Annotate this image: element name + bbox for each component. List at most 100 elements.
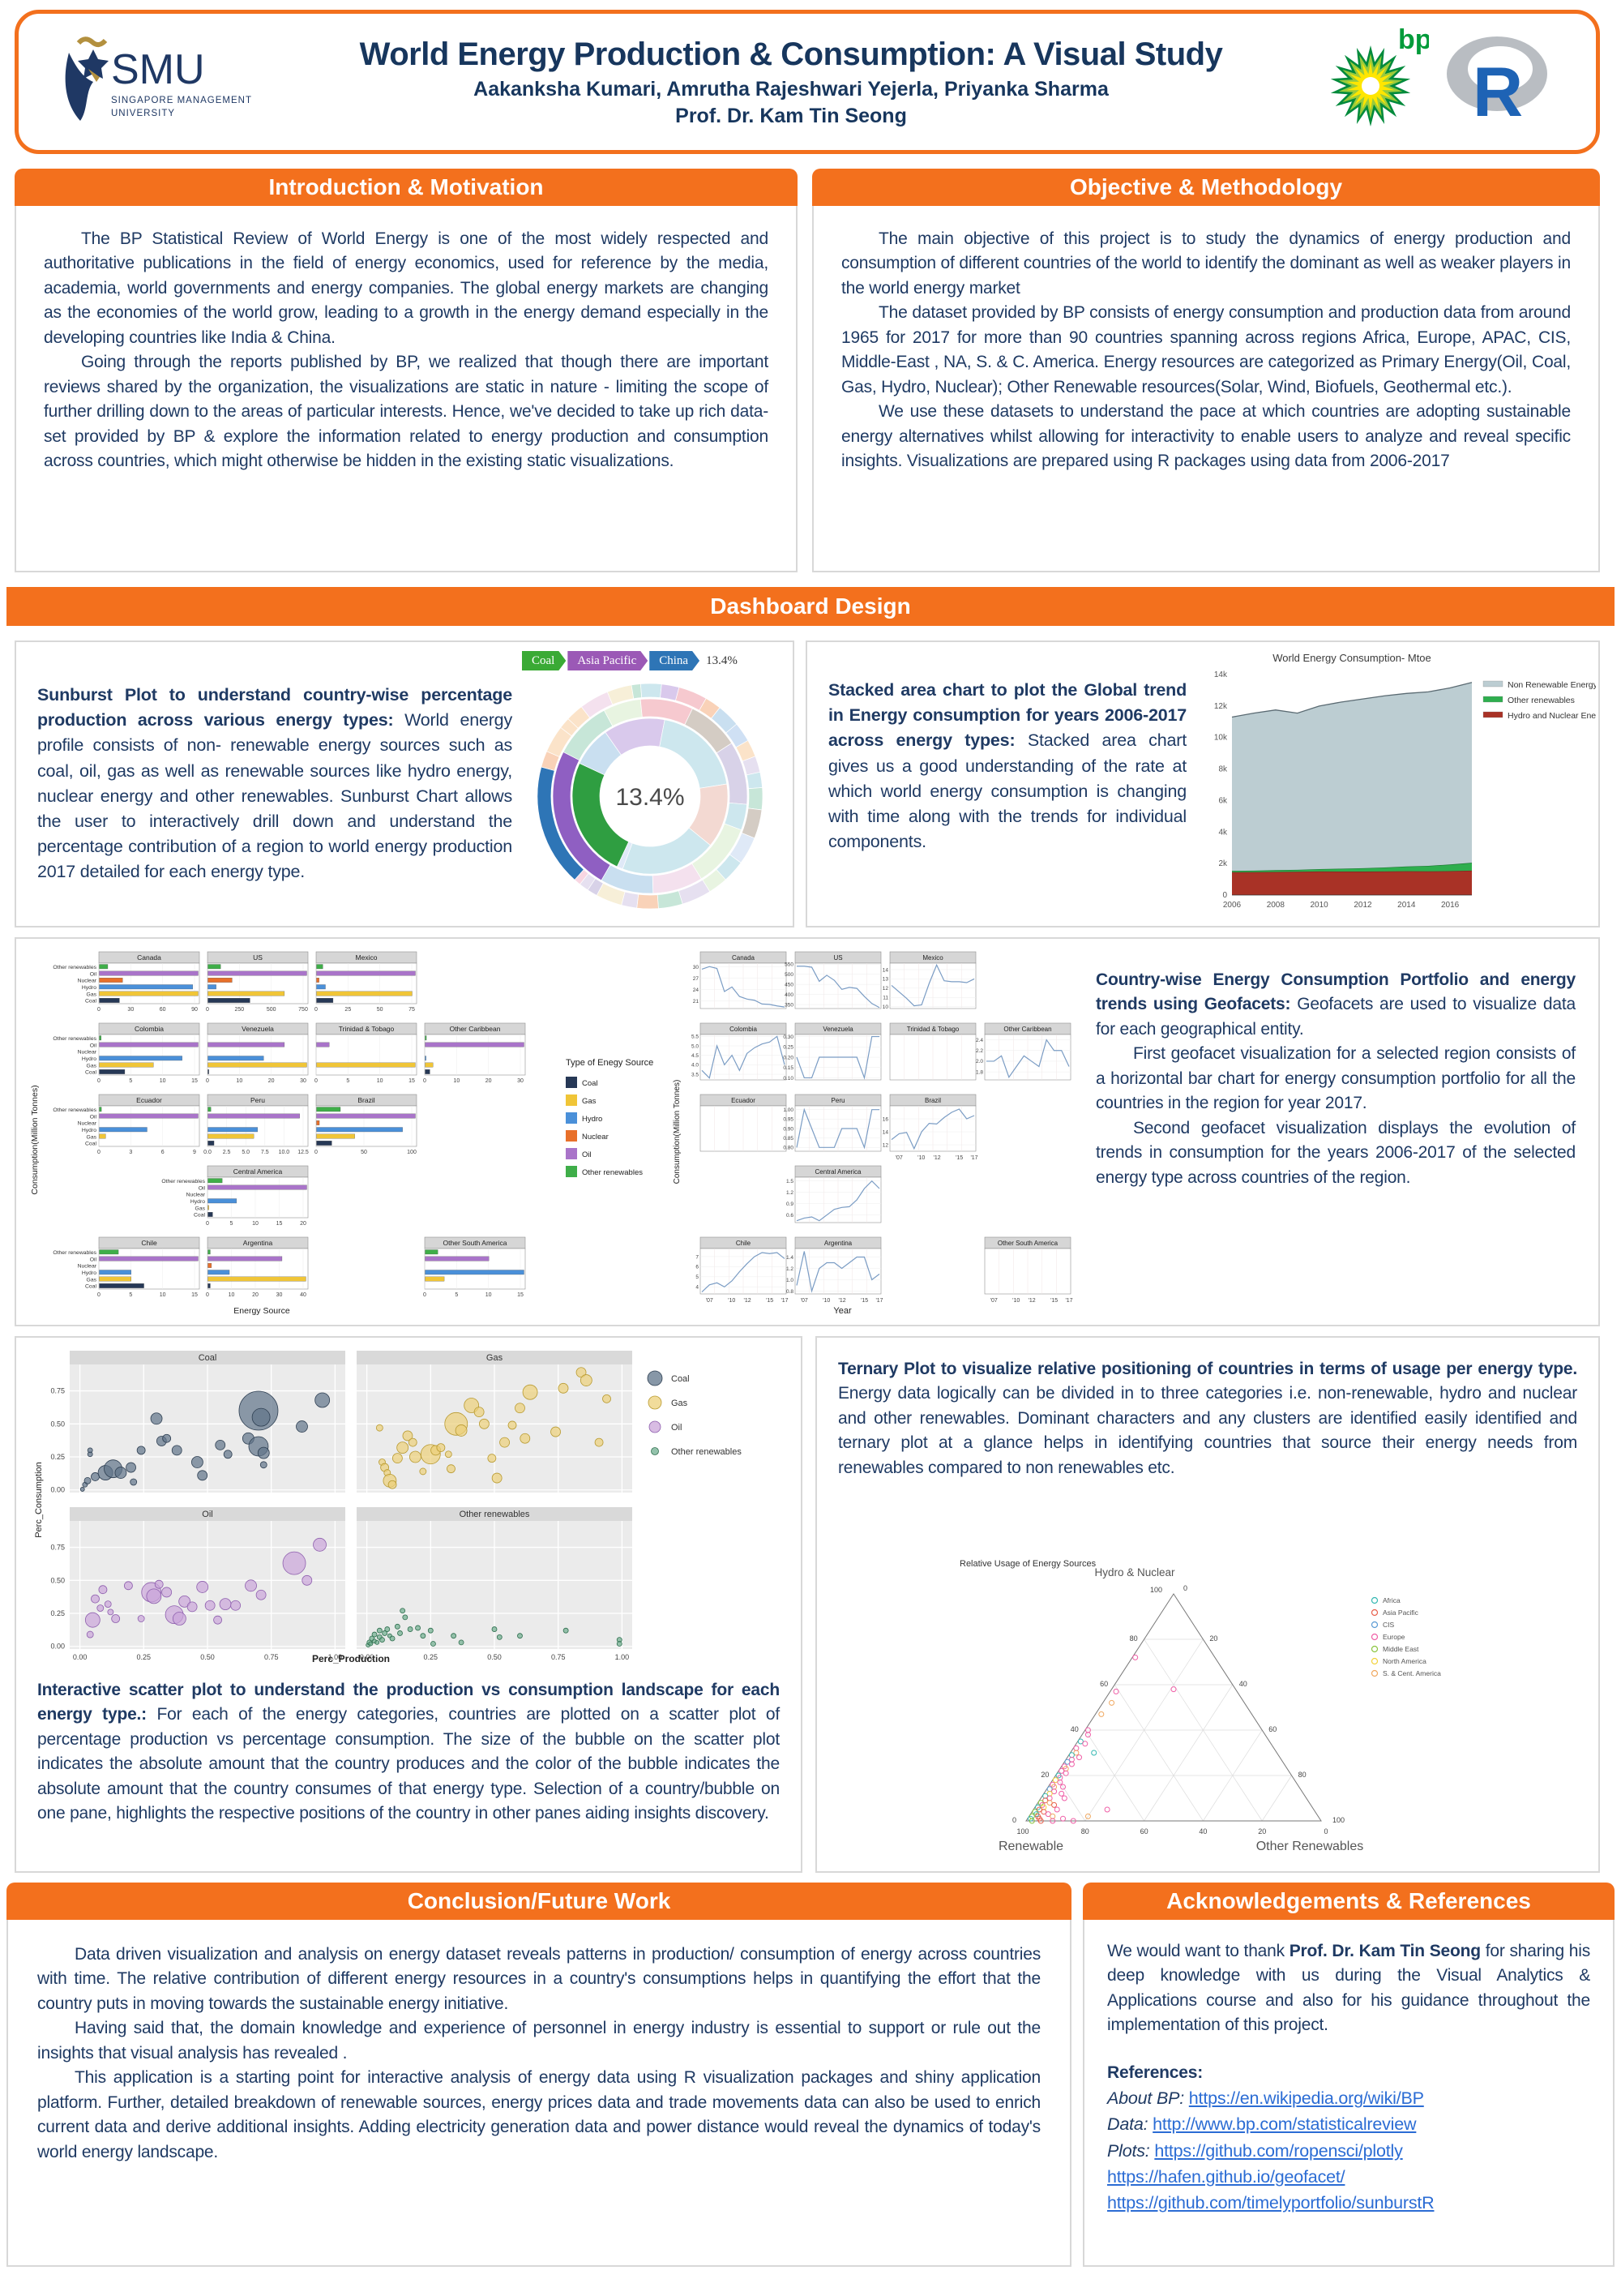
svg-text:Central America: Central America (815, 1168, 862, 1176)
svg-text:5: 5 (346, 1078, 349, 1084)
svg-text:1.00: 1.00 (328, 1653, 343, 1661)
ref-plots: Plots: https://github.com/ropensci/plotl… (1107, 2140, 1403, 2161)
svg-text:'17: '17 (781, 1298, 788, 1304)
smu-text: SMU (111, 46, 205, 93)
geofacet-p2: First geofacet visualization for a selec… (1096, 1044, 1576, 1113)
svg-text:40: 40 (300, 1292, 306, 1298)
stacked-area-chart[interactable]: World Energy Consumption- Mtoe02k4k6k8k1… (1195, 649, 1596, 920)
svg-text:0.25: 0.25 (424, 1653, 438, 1661)
smu-gold-swish (76, 36, 108, 47)
svg-text:5: 5 (455, 1292, 458, 1298)
breadcrumb-china[interactable]: China (649, 651, 699, 670)
svg-text:Gas: Gas (87, 992, 97, 997)
sunburst-chart[interactable]: Coal Asia Pacific China 13.4% 13.4% (520, 645, 788, 920)
svg-text:0: 0 (314, 1150, 318, 1155)
svg-text:2006: 2006 (1223, 901, 1242, 910)
svg-text:450: 450 (785, 982, 793, 987)
ack-section: Acknowledgements & References We would w… (1083, 1883, 1615, 2267)
r-logo: R (1434, 32, 1563, 133)
svg-text:North America: North America (1383, 1657, 1426, 1665)
svg-text:CIS: CIS (1383, 1621, 1395, 1629)
conclusion-p3: This application is a starting point for… (37, 2068, 1041, 2161)
svg-text:Other renewables: Other renewables (53, 965, 96, 970)
svg-text:5.0: 5.0 (242, 1150, 250, 1155)
svg-text:0.75: 0.75 (264, 1653, 279, 1661)
svg-text:2.2: 2.2 (976, 1048, 983, 1054)
svg-text:Gas: Gas (671, 1399, 688, 1408)
svg-text:'12: '12 (744, 1298, 751, 1304)
svg-text:Nuclear: Nuclear (78, 1264, 97, 1270)
svg-text:30: 30 (127, 1007, 134, 1013)
svg-text:0.50: 0.50 (50, 1420, 65, 1428)
svg-text:5: 5 (695, 1274, 699, 1280)
geofacet-text: Country-wise Energy Consumption Portfoli… (1096, 968, 1576, 1190)
ref-link-wikipedia[interactable]: https://en.wikipedia.org/wiki/BP (1188, 2088, 1424, 2109)
svg-text:20: 20 (268, 1078, 275, 1084)
ref-link-plotly[interactable]: https://github.com/ropensci/plotly (1154, 2140, 1403, 2161)
svg-text:Oil: Oil (582, 1150, 592, 1159)
svg-text:Hydro: Hydro (82, 1056, 96, 1062)
svg-text:0: 0 (206, 1292, 209, 1298)
svg-text:'12: '12 (839, 1298, 846, 1304)
svg-text:'12: '12 (934, 1155, 941, 1161)
sunburst-breadcrumb[interactable]: Coal Asia Pacific China 13.4% (522, 650, 788, 671)
svg-text:7: 7 (695, 1254, 699, 1260)
svg-text:Other renewables: Other renewables (53, 1107, 96, 1113)
svg-text:Hydro and Nuclear Energy: Hydro and Nuclear Energy (1508, 711, 1596, 721)
svg-text:Argentina: Argentina (243, 1239, 273, 1247)
svg-text:Hydro & Nuclear: Hydro & Nuclear (1094, 1566, 1175, 1578)
objective-p3: We use these datasets to understand the … (841, 402, 1571, 470)
svg-text:12: 12 (883, 986, 889, 992)
scatter-plot[interactable]: Coal0.000.250.500.75GasOil0.000.250.500.… (23, 1346, 793, 1664)
ack-paragraph: We would want to thank Prof. Dr. Kam Tin… (1107, 1942, 1590, 2035)
svg-text:'07: '07 (706, 1298, 713, 1304)
geofacet-line-chart[interactable]: Canada21242730US350400450500550Mexico101… (673, 945, 1078, 1318)
r-letter: R (1473, 54, 1523, 129)
svg-text:Other South America: Other South America (998, 1240, 1059, 1247)
svg-text:750: 750 (298, 1007, 308, 1013)
ref-link-geofacet[interactable]: https://hafen.github.io/geofacet/ (1107, 2166, 1345, 2187)
intro-header: Introduction & Motivation (15, 169, 798, 206)
breadcrumb-asia-pacific[interactable]: Asia Pacific (567, 651, 648, 670)
ref-link-sunburstr[interactable]: https://github.com/timelyportfolio/sunbu… (1107, 2193, 1435, 2213)
svg-text:6: 6 (695, 1265, 699, 1270)
svg-text:550: 550 (785, 962, 793, 968)
svg-text:'15: '15 (766, 1298, 773, 1304)
svg-text:Nuclear: Nuclear (78, 979, 97, 984)
svg-text:Renewable: Renewable (999, 1840, 1063, 1853)
svg-text:11: 11 (883, 996, 888, 1001)
svg-text:14: 14 (883, 1129, 889, 1135)
svg-text:21: 21 (693, 999, 699, 1004)
ref-link-bp[interactable]: http://www.bp.com/statisticalreview (1153, 2114, 1417, 2135)
svg-text:Coal: Coal (85, 999, 96, 1004)
breadcrumb-coal[interactable]: Coal (522, 651, 566, 670)
sunburst-plot[interactable]: 13.4% (520, 673, 780, 916)
svg-text:6k: 6k (1218, 796, 1228, 805)
svg-text:Oil: Oil (90, 971, 97, 977)
svg-text:Nuclear: Nuclear (78, 1050, 97, 1056)
objective-section: Objective & Methodology The main objecti… (812, 169, 1600, 572)
svg-text:10: 10 (883, 1004, 889, 1010)
svg-text:Oil: Oil (90, 1257, 97, 1262)
svg-text:40: 40 (1239, 1680, 1247, 1688)
svg-text:100: 100 (1332, 1816, 1345, 1824)
svg-text:Other renewables: Other renewables (582, 1168, 643, 1177)
svg-text:75: 75 (408, 1007, 415, 1013)
svg-text:2008: 2008 (1267, 901, 1285, 910)
svg-text:500: 500 (785, 972, 793, 978)
svg-text:Peru: Peru (250, 1096, 265, 1104)
svg-text:Gas: Gas (87, 1277, 97, 1283)
svg-text:2010: 2010 (1311, 901, 1329, 910)
svg-text:Coal: Coal (199, 1353, 217, 1363)
svg-text:14k: 14k (1214, 670, 1228, 679)
svg-text:Central America: Central America (233, 1167, 283, 1176)
ack-professor-name: Prof. Dr. Kam Tin Seong (1289, 1942, 1481, 1960)
svg-text:4: 4 (695, 1285, 699, 1291)
svg-text:60: 60 (1268, 1725, 1277, 1733)
svg-text:10: 10 (160, 1292, 166, 1298)
svg-text:Oil: Oil (202, 1510, 212, 1519)
objective-body: The main objective of this project is to… (812, 206, 1600, 572)
